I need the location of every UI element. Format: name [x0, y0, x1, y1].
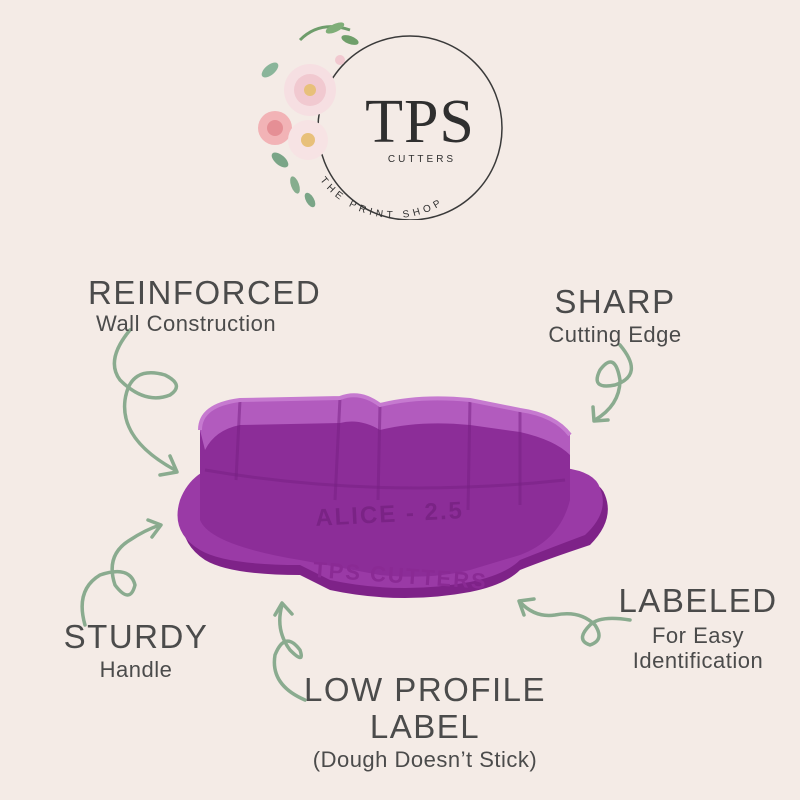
- feature-sturdy: STURDY Handle: [62, 620, 210, 682]
- feature-labeled: LABELED For Easy Identification: [608, 584, 788, 674]
- sturdy-arrow-icon: [80, 518, 163, 627]
- low-profile-title-line1: LOW PROFILE: [303, 671, 547, 708]
- labeled-arrow-icon: [517, 597, 632, 647]
- low-profile-subtitle: (Dough Doesn’t Stick): [312, 747, 538, 772]
- sturdy-title: STURDY: [63, 618, 209, 655]
- sharp-title: SHARP: [554, 283, 676, 320]
- sharp-subtitle: Cutting Edge: [548, 322, 682, 347]
- sturdy-subtitle: Handle: [99, 657, 173, 682]
- feature-sharp: SHARP Cutting Edge: [530, 285, 700, 347]
- reinforced-subtitle: Wall Construction: [96, 311, 277, 336]
- logo-brand: TPS: [365, 88, 475, 156]
- logo: TPS CUTTERS THE PRINT SHOP: [240, 10, 510, 220]
- logo-graphic: TPS CUTTERS THE PRINT SHOP: [258, 22, 503, 220]
- logo-tagline: CUTTERS: [388, 154, 456, 165]
- labeled-subtitle-line1: For Easy: [651, 623, 745, 648]
- labeled-subtitle-line2: Identification: [632, 648, 764, 674]
- floral-icon: [258, 22, 359, 208]
- feature-reinforced: REINFORCED Wall Construction: [88, 276, 321, 336]
- labeled-title: LABELED: [618, 582, 778, 619]
- reinforced-arrow-icon: [112, 328, 179, 477]
- reinforced-title: REINFORCED: [88, 274, 322, 311]
- feature-low-profile: LOW PROFILE LABEL (Dough Doesn’t Stick): [280, 673, 570, 772]
- low-profile-arrow-icon: [272, 601, 307, 702]
- low-profile-title-line2: LABEL: [369, 708, 481, 745]
- sharp-arrow-icon: [591, 343, 633, 423]
